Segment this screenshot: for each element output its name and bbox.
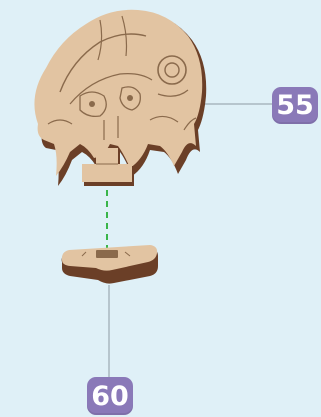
creature-standee-piece	[34, 10, 206, 186]
callout-badge-55: 55	[272, 87, 318, 124]
callout-badge-60: 60	[87, 377, 133, 415]
base-stand-piece	[62, 245, 158, 284]
